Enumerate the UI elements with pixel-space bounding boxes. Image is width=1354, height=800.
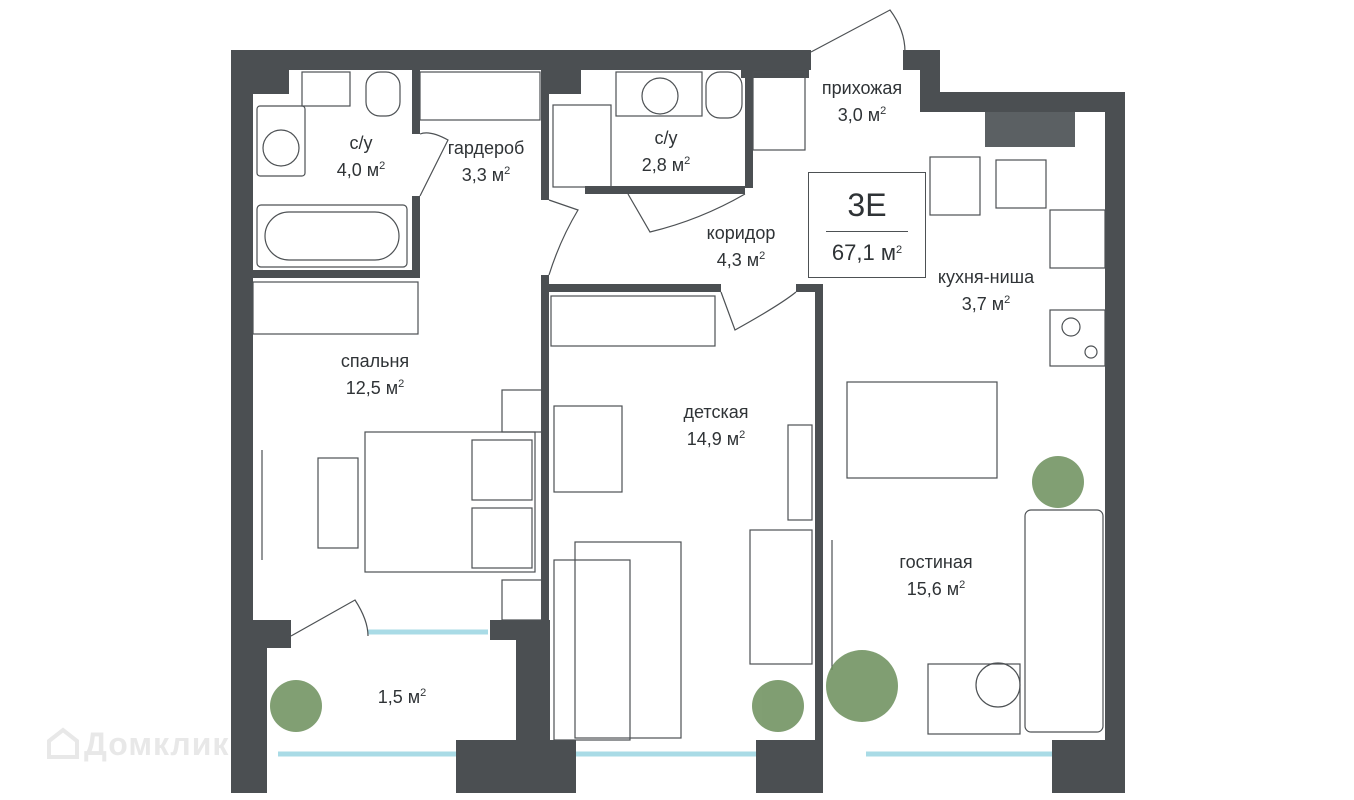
area-unit-sup: 2 — [1004, 294, 1011, 306]
area-unit-sup: 2 — [398, 378, 405, 390]
room-label-living: гостиная 15,6 м2 — [899, 551, 972, 601]
room-area: 1,5 м — [377, 687, 421, 707]
furniture — [261, 381, 1104, 741]
room-area: 3,0 м — [837, 105, 881, 125]
area-unit-sup: 2 — [379, 160, 386, 172]
room-label-corridor: коридор 4,3 м2 — [707, 222, 776, 272]
room-label-hall: прихожая 3,0 м2 — [822, 77, 902, 127]
area-unit-sup: 2 — [420, 687, 427, 699]
watermark: Домклик — [46, 726, 229, 763]
area-unit-sup: 2 — [759, 250, 766, 262]
room-area: 3,3 м — [461, 165, 505, 185]
room-area: 15,6 м — [906, 579, 960, 599]
apartment-code: 3E — [847, 187, 887, 223]
doors — [290, 9, 906, 637]
windows — [278, 629, 1052, 757]
area-unit-sup: 2 — [739, 429, 746, 441]
room-name: гостиная — [899, 552, 973, 572]
area-unit-sup: 2 — [959, 579, 966, 591]
room-label-kitchen: кухня-ниша 3,7 м2 — [938, 266, 1034, 316]
room-area: 4,0 м — [336, 160, 380, 180]
room-label-bath1: с/у 4,0 м2 — [337, 132, 386, 182]
room-label-wardrobe: гардероб 3,3 м2 — [448, 137, 525, 187]
room-name: с/у — [349, 133, 373, 153]
room-name: детская — [683, 402, 749, 422]
plumbing — [256, 71, 1106, 367]
area-unit-sup: 2 — [880, 105, 887, 117]
room-name: коридор — [706, 223, 776, 243]
watermark-text: Домклик — [84, 726, 230, 762]
room-name: прихожая — [821, 78, 903, 98]
area-unit-sup: 2 — [684, 155, 691, 167]
room-area: 2,8 м — [641, 155, 685, 175]
room-label-balcony: 1,5 м2 — [378, 682, 427, 709]
room-area: 14,9 м — [686, 429, 740, 449]
badge-divider — [826, 231, 908, 232]
room-label-bedroom: спальня 12,5 м2 — [341, 350, 409, 400]
home-logo-icon — [47, 727, 79, 759]
room-name: кухня-ниша — [937, 267, 1035, 287]
room-name: с/у — [654, 128, 678, 148]
total-area: 67,1 м — [831, 240, 896, 265]
room-name: гардероб — [447, 138, 525, 158]
area-unit-sup: 2 — [504, 165, 511, 177]
room-label-kids: детская 14,9 м2 — [684, 401, 749, 451]
room-area: 3,7 м — [961, 294, 1005, 314]
room-area: 12,5 м — [345, 378, 399, 398]
area-unit-sup: 2 — [895, 244, 903, 256]
walls — [231, 50, 1125, 793]
room-area: 4,3 м — [716, 250, 760, 270]
room-label-bath2: с/у 2,8 м2 — [642, 127, 691, 177]
wardrobes — [252, 71, 806, 347]
room-name: спальня — [340, 351, 410, 371]
plants — [270, 456, 1084, 732]
apartment-badge: 3E 67,1 м2 — [808, 172, 926, 278]
